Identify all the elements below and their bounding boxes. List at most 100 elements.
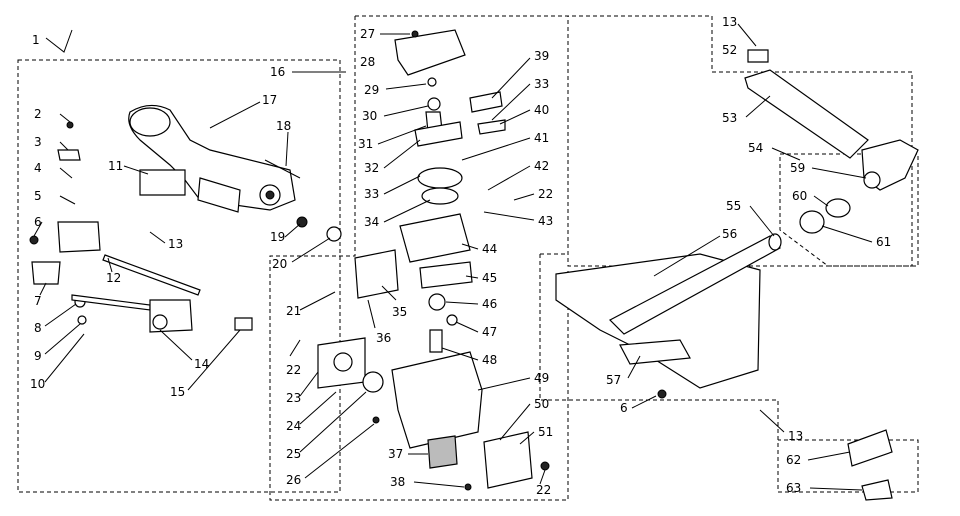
- leader-45: [465, 275, 479, 279]
- leader-20: [291, 237, 331, 263]
- leader-14: [159, 329, 193, 361]
- callout-47: 47: [482, 325, 497, 339]
- callout-33a: 33: [364, 187, 379, 201]
- callout-22a: 22: [286, 363, 301, 377]
- cap-24: [362, 371, 384, 393]
- leader-41: [461, 137, 531, 161]
- callout-13b: 13: [722, 15, 737, 29]
- callout-29: 29: [364, 83, 379, 97]
- bracket-57: [619, 339, 691, 365]
- knob-20: [326, 226, 342, 242]
- callout-49: 49: [534, 371, 549, 385]
- leader-5: [59, 195, 76, 205]
- leader-46: [445, 301, 479, 305]
- leader-61: [821, 225, 873, 243]
- callout-62: 62: [786, 453, 801, 467]
- handle-bracket: [197, 177, 241, 213]
- callout-48: 48: [482, 353, 497, 367]
- callout-22c: 22: [536, 483, 551, 497]
- leader-6b: [631, 395, 657, 409]
- disc-34: [421, 187, 459, 205]
- burner-55: [608, 235, 781, 335]
- callout-15: 15: [170, 385, 185, 399]
- callout-9: 9: [34, 349, 42, 363]
- callout-5: 5: [34, 189, 42, 203]
- bracket-7: [31, 261, 61, 285]
- leader-lines: [33, 23, 873, 491]
- mount-bracket: [139, 169, 186, 196]
- callout-44: 44: [482, 242, 497, 256]
- plate-45: [419, 261, 473, 289]
- coupling-60: [825, 198, 851, 218]
- callout-34: 34: [364, 215, 379, 229]
- leader-13: [149, 231, 166, 244]
- leader-53: [745, 95, 771, 118]
- leader-49: [477, 377, 531, 391]
- switch-block: [57, 221, 101, 253]
- washer-9: [77, 315, 87, 325]
- callout-56: 56: [722, 227, 737, 241]
- pin-18: [264, 159, 301, 179]
- leader-25: [299, 391, 367, 453]
- leader-3: [59, 141, 69, 151]
- stem-48: [429, 329, 443, 353]
- callout-57: 57: [606, 373, 621, 387]
- callout-7: 7: [34, 294, 42, 308]
- leader-62: [807, 451, 851, 461]
- callout-3: 3: [34, 135, 42, 149]
- screw-2: [66, 121, 74, 129]
- callout-42: 42: [534, 159, 549, 173]
- callout-28: 28: [360, 55, 375, 69]
- callout-32: 32: [364, 161, 379, 175]
- motor-14-hub: [152, 314, 168, 330]
- screw-38: [464, 483, 472, 491]
- callout-10: 10: [30, 377, 45, 391]
- cover-51: [483, 431, 533, 489]
- leader-54: [771, 147, 801, 161]
- callout-45: 45: [482, 271, 497, 285]
- igniter-62: [847, 429, 893, 467]
- callout-39: 39: [534, 49, 549, 63]
- leader-44: [461, 243, 479, 250]
- spring-40: [477, 119, 506, 135]
- leader-1: [45, 29, 73, 53]
- pipe-53: [744, 69, 869, 159]
- callout-63: 63: [786, 481, 801, 495]
- callout-33b: 33: [534, 77, 549, 91]
- burner-55-end: [768, 233, 782, 251]
- callout-17: 17: [262, 93, 277, 107]
- leader-24: [299, 391, 337, 425]
- callout-46: 46: [482, 297, 497, 311]
- leader-42: [487, 165, 531, 191]
- callout-8: 8: [34, 321, 42, 335]
- callout-14: 14: [194, 357, 209, 371]
- rod-12: [102, 254, 201, 296]
- bracket-44: [399, 213, 471, 263]
- nut-29: [427, 77, 437, 87]
- callout-4: 4: [34, 161, 42, 175]
- screw-22c: [540, 461, 550, 471]
- washer-30: [427, 97, 441, 111]
- leader-33b: [491, 83, 531, 121]
- callout-43: 43: [538, 214, 553, 228]
- gasket-23-hole: [333, 352, 353, 372]
- leader-31: [377, 125, 427, 145]
- leader-21: [299, 291, 336, 311]
- fitting-15: [234, 317, 253, 331]
- leader-63: [809, 487, 863, 491]
- leader-22a: [289, 339, 301, 357]
- clip-3: [57, 149, 81, 161]
- leader-59: [811, 167, 867, 179]
- leader-56: [653, 235, 721, 277]
- callouts: 1 2 3 4 5 6 7 8 9 10 11 12 13 14 15 16 1…: [30, 15, 891, 497]
- screw-27: [411, 30, 419, 38]
- callout-31: 31: [358, 137, 373, 151]
- leader-55: [749, 205, 775, 237]
- clip-63: [861, 479, 893, 501]
- leader-51: [519, 431, 535, 445]
- callout-19: 19: [270, 230, 285, 244]
- right-group-boundary: [539, 253, 919, 493]
- leader-13c: [759, 409, 785, 433]
- leader-8: [44, 303, 77, 327]
